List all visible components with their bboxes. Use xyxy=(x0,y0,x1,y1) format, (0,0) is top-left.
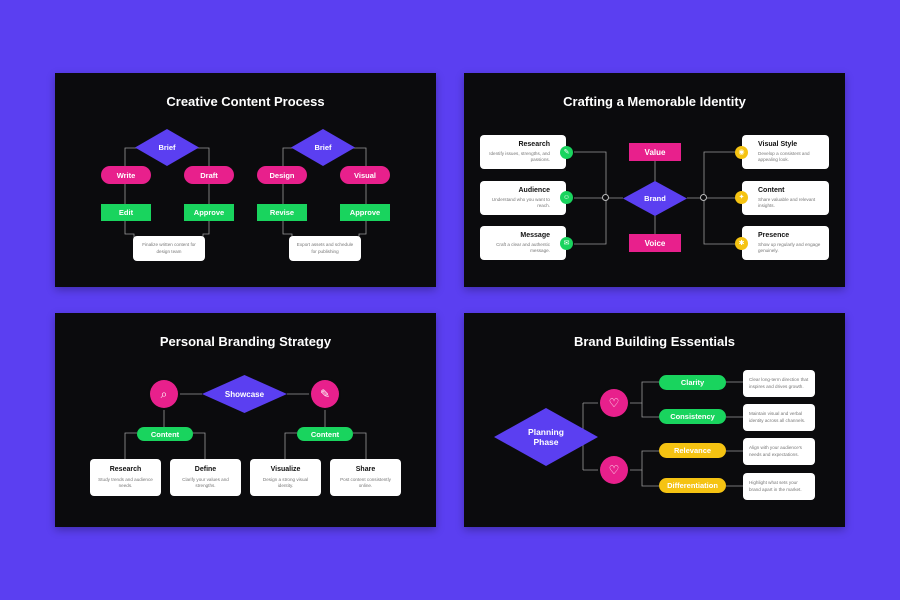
consistency-desc: Maintain visual and verbal identity acro… xyxy=(743,404,815,431)
slide-personal-branding[interactable]: Personal Branding Strategy ⌕ Showcase ✎ … xyxy=(55,313,436,527)
note-left: Finalize written content for design team xyxy=(133,236,205,261)
card-research: Research Study trends and audience needs… xyxy=(90,459,161,496)
card-message: Message Craft a clear and authentic mess… xyxy=(480,226,566,260)
card-title: Presence xyxy=(758,232,790,239)
content-pill-right: Content xyxy=(297,427,353,441)
note-right: Export assets and schedule for publishin… xyxy=(289,236,361,261)
heart-hand-icon: ♡ xyxy=(600,389,628,417)
card-desc: Show up regularly and engage genuinely. xyxy=(758,242,821,254)
junction-dot-left xyxy=(602,194,609,201)
card-title: Message xyxy=(520,232,550,239)
connector-lines xyxy=(582,381,743,487)
document-icon: ✎ xyxy=(311,380,339,408)
content-pill-left: Content xyxy=(137,427,193,441)
card-title: Research xyxy=(109,466,142,473)
chat-icon: ✎ xyxy=(560,146,573,159)
junction-dot-right xyxy=(700,194,707,201)
slide-brand-building[interactable]: Brand Building Essentials Planning Phase… xyxy=(464,313,845,527)
voice-box: Voice xyxy=(629,234,681,252)
clarity-pill: Clarity xyxy=(659,375,726,390)
differentiation-desc: Highlight what sets your brand apart in … xyxy=(743,473,815,500)
card-title: Share xyxy=(355,466,376,473)
slide-creative-content-process[interactable]: Creative Content Process Brief Write Dra… xyxy=(55,73,436,287)
approve-step-right: Approve xyxy=(340,204,390,221)
card-desc: Understand who you want to reach. xyxy=(491,197,550,209)
slide-title: Personal Branding Strategy xyxy=(159,334,332,349)
design-step: Design xyxy=(257,166,307,184)
consistency-pill: Consistency xyxy=(659,409,726,424)
card-define: Define Clarify your values and strengths… xyxy=(170,459,241,496)
card-title: Define xyxy=(194,466,217,473)
visual-step: Visual xyxy=(340,166,390,184)
card-desc: Post content consistently online. xyxy=(340,477,391,489)
card-title: Audience xyxy=(518,187,550,194)
slide-title: Brand Building Essentials xyxy=(573,334,736,349)
card-title: Visualize xyxy=(270,466,301,473)
message-icon: ✉ xyxy=(560,237,573,250)
search-icon: ⌕ xyxy=(150,380,178,408)
card-content: Content Share valuable and relevant insi… xyxy=(742,181,829,215)
value-box: Value xyxy=(629,143,681,161)
card-desc: Craft a clear and authentic message. xyxy=(496,242,550,254)
card-share: Share Post content consistently online. xyxy=(330,459,401,496)
heart-hand-icon: ♡ xyxy=(600,456,628,484)
connector-lines xyxy=(124,393,367,459)
card-desc: Develop a consistent and appealing look. xyxy=(758,151,810,163)
lightbulb-icon: ✦ xyxy=(735,191,748,204)
relevance-desc: Align with your audience's needs and exp… xyxy=(743,438,815,465)
card-title: Content xyxy=(758,187,785,194)
card-research: Research Identify issues, strengths, and… xyxy=(480,135,566,169)
card-desc: Clarify your values and strengths. xyxy=(182,477,229,489)
card-desc: Design a strong visual identity. xyxy=(262,477,309,489)
slide-title: Creative Content Process xyxy=(166,94,325,109)
eye-icon: ◉ xyxy=(735,146,748,159)
card-desc: Identify issues, strengths, and passions… xyxy=(489,151,550,163)
edit-step: Edit xyxy=(101,204,151,221)
slide-title: Crafting a Memorable Identity xyxy=(563,94,746,109)
card-presence: Presence Show up regularly and engage ge… xyxy=(742,226,829,260)
card-title: Visual Style xyxy=(758,141,798,148)
card-title: Research xyxy=(518,141,550,148)
differentiation-pill: Differentiation xyxy=(659,478,726,493)
card-visualize: Visualize Design a strong visual identit… xyxy=(250,459,321,496)
relevance-pill: Relevance xyxy=(659,443,726,458)
card-visual-style: Visual Style Develop a consistent and ap… xyxy=(742,135,829,169)
approve-step-left: Approve xyxy=(184,204,234,221)
clarity-desc: Clear long-term direction that inspires … xyxy=(743,370,815,397)
revise-step: Revise xyxy=(257,204,307,221)
card-desc: Study trends and audience needs. xyxy=(98,477,153,489)
slide-crafting-identity[interactable]: Crafting a Memorable Identity Value Bran… xyxy=(464,73,845,287)
audience-icon: ☺ xyxy=(560,191,573,204)
megaphone-icon: ✱ xyxy=(735,237,748,250)
write-step: Write xyxy=(101,166,151,184)
card-audience: Audience Understand who you want to reac… xyxy=(480,181,566,215)
draft-step: Draft xyxy=(184,166,234,184)
card-desc: Share valuable and relevant insights. xyxy=(758,197,816,209)
